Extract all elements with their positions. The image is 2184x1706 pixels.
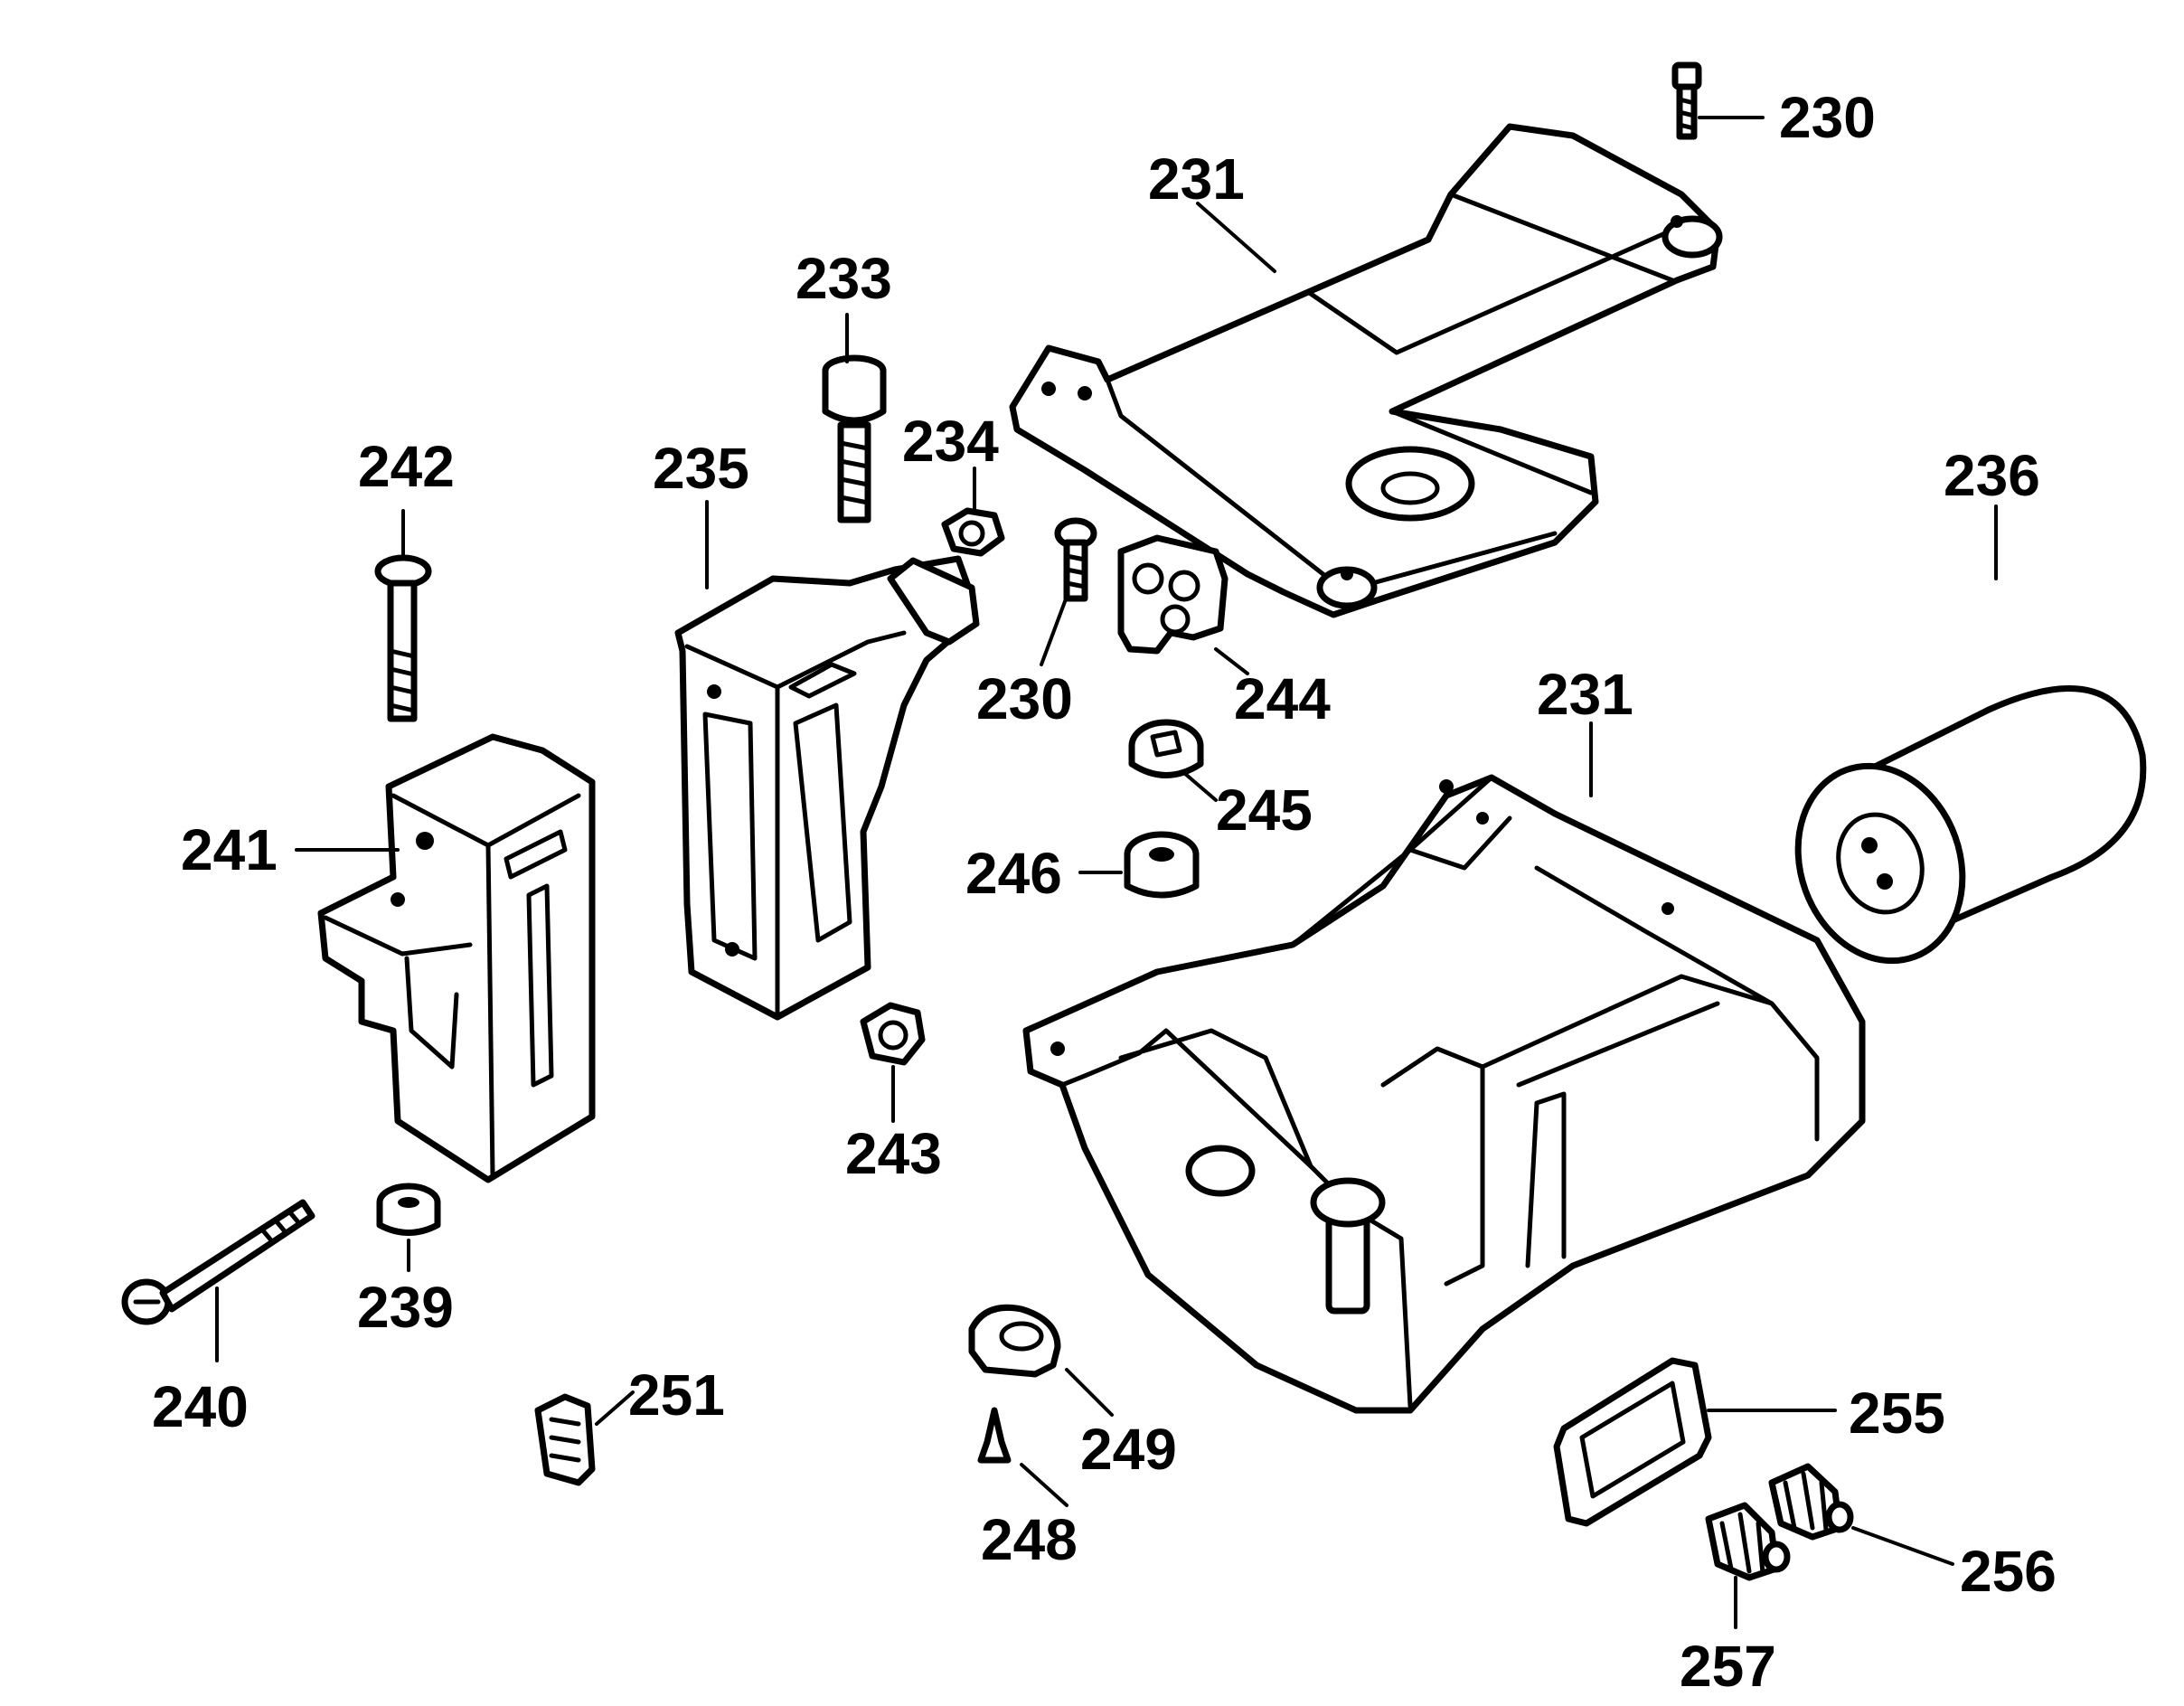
part-231-cover-plate xyxy=(1009,123,1723,618)
callout-256: 256 xyxy=(1960,1539,2057,1604)
leader-251 xyxy=(595,1390,635,1426)
callout-248: 248 xyxy=(981,1507,1078,1572)
part-249-cable-clamp xyxy=(968,1304,1061,1378)
callout-243: 243 xyxy=(845,1121,942,1186)
part-246-spacer xyxy=(1124,831,1200,899)
callout-235: 235 xyxy=(653,436,749,501)
part-255-gasket xyxy=(1553,1357,1712,1527)
part-256-bushing xyxy=(1768,1463,1854,1541)
callout-255: 255 xyxy=(1849,1381,1945,1446)
callout-234: 234 xyxy=(902,409,999,474)
callout-230-mid: 230 xyxy=(976,666,1073,731)
callout-257: 257 xyxy=(1680,1634,1776,1699)
part-241-switch-housing xyxy=(317,733,596,1183)
part-234-nut xyxy=(941,507,1005,557)
callout-231-top: 231 xyxy=(1148,146,1245,212)
callout-240: 240 xyxy=(152,1374,249,1439)
part-251-terminal-block xyxy=(534,1393,596,1486)
part-242-screw xyxy=(374,554,432,722)
part-243-nut xyxy=(860,1002,926,1066)
callout-246: 246 xyxy=(965,841,1062,906)
part-230-screw-mid xyxy=(1054,517,1097,602)
callout-231-bottom: 231 xyxy=(1537,662,1633,727)
callout-241: 241 xyxy=(181,817,278,882)
part-248-screw xyxy=(977,1407,1012,1464)
part-235-housing xyxy=(674,555,980,1021)
callout-249: 249 xyxy=(1080,1417,1177,1482)
leader-231-top xyxy=(1196,202,1276,273)
callout-251: 251 xyxy=(628,1362,725,1428)
leader-256 xyxy=(1851,1526,1954,1566)
leader-248 xyxy=(1020,1463,1068,1507)
callout-236: 236 xyxy=(1944,443,2040,508)
callout-230-top: 230 xyxy=(1779,85,1876,150)
part-231-lower-housing xyxy=(1022,774,1866,1414)
part-230-screw-top xyxy=(1671,61,1702,140)
part-239-spacer xyxy=(376,1183,441,1236)
callout-labels: 230 231 233 234 235 236 242 230 244 231 … xyxy=(152,85,2057,1699)
callout-245: 245 xyxy=(1216,778,1313,843)
leader-245 xyxy=(1182,771,1218,802)
leader-230-mid xyxy=(1040,595,1068,666)
leader-lines xyxy=(215,116,1998,1629)
callout-244: 244 xyxy=(1234,666,1331,731)
leader-244 xyxy=(1214,647,1249,675)
part-245-nut xyxy=(1128,719,1204,778)
part-244-clip xyxy=(1117,534,1228,655)
callout-233: 233 xyxy=(795,246,892,311)
part-257-bushing xyxy=(1705,1502,1791,1581)
leader-249 xyxy=(1065,1368,1114,1417)
callout-239: 239 xyxy=(357,1275,454,1340)
callout-242: 242 xyxy=(358,434,455,499)
part-233-bolt xyxy=(822,354,887,523)
part-240-bolt xyxy=(121,1199,315,1325)
part-236-capacitor xyxy=(1794,685,2147,965)
